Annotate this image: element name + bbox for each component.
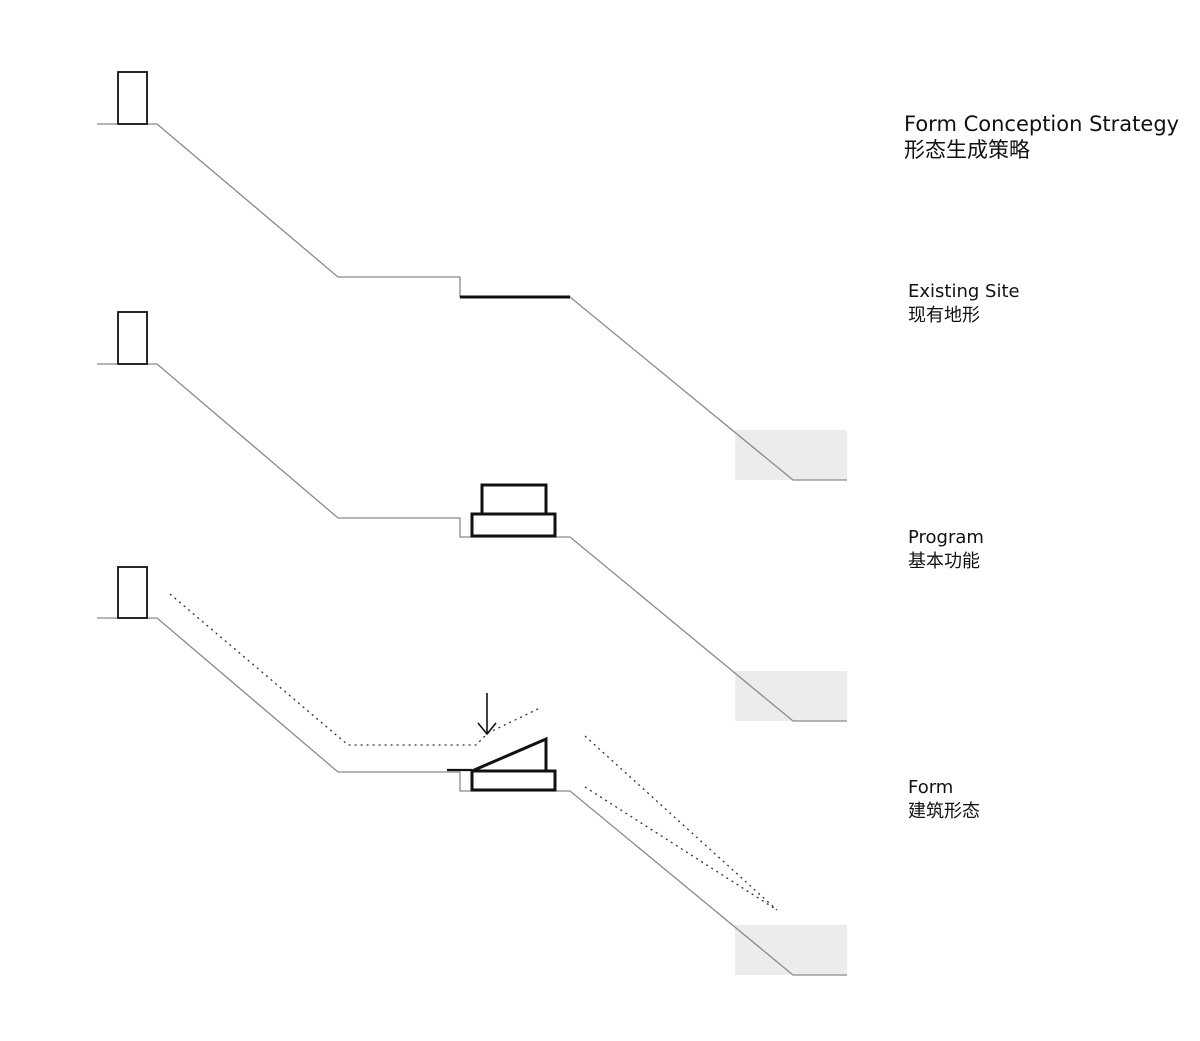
program-base-block <box>470 512 557 538</box>
section-program <box>97 311 847 722</box>
stage-label-english: Program <box>908 527 984 548</box>
stage-label-chinese: 现有地形 <box>908 304 980 326</box>
upper-building <box>117 71 148 125</box>
view-line-dotted <box>169 593 541 746</box>
diagram-title: Form Conception Strategy 形态生成策略 <box>904 112 1179 162</box>
form-base-block <box>470 769 557 792</box>
program-upper-block <box>480 483 548 516</box>
view-cone-line-lower <box>584 786 778 911</box>
stage-label-existing-site: Existing Site 现有地形 <box>908 281 1020 326</box>
water-area <box>735 430 847 480</box>
arrow-down-icon <box>477 693 497 736</box>
stage-label-english: Existing Site <box>908 281 1020 302</box>
stage-label-chinese: 基本功能 <box>908 550 980 572</box>
water-area <box>735 671 847 721</box>
section-existing-site <box>97 71 847 481</box>
terrain-profile <box>97 617 847 976</box>
view-cone-line-upper <box>584 735 778 911</box>
section-form <box>97 566 847 976</box>
upper-building <box>117 311 148 365</box>
terrain-profile <box>97 363 847 722</box>
terrain-profile <box>97 123 847 481</box>
upper-building <box>117 566 148 619</box>
title-english: Form Conception Strategy <box>904 112 1180 136</box>
title-chinese: 形态生成策略 <box>904 138 1030 163</box>
stage-label-english: Form <box>908 777 954 798</box>
stage-label-form: Form 建筑形态 <box>908 777 980 822</box>
water-area <box>735 925 847 975</box>
form-sloped-roof <box>471 736 548 773</box>
stage-label-chinese: 建筑形态 <box>908 800 980 822</box>
stage-label-program: Program 基本功能 <box>908 527 984 572</box>
